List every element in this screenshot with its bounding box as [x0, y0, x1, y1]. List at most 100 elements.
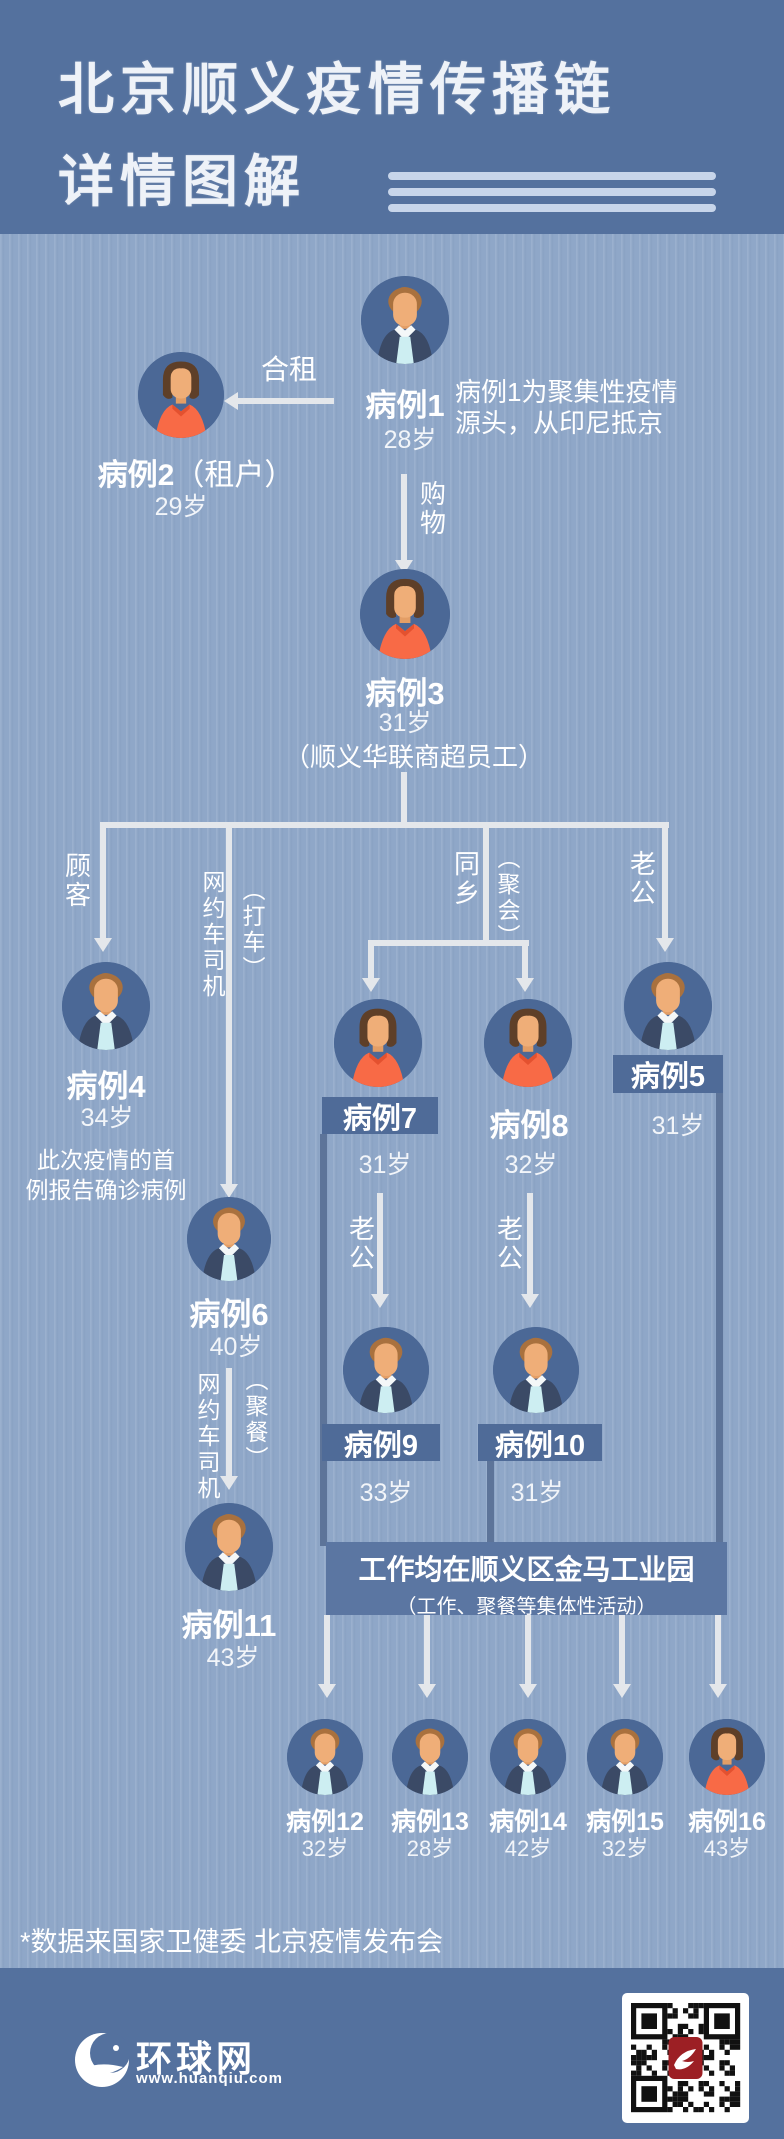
title-stripe-1 [388, 172, 716, 180]
case-16-avatar-female-icon [689, 1719, 765, 1795]
edge-label-husband-8-10: 老公 [493, 1215, 524, 1273]
bracket-middle-line [487, 1461, 494, 1546]
connector-vline-3 [226, 822, 232, 1184]
connector-vline-10 [226, 1368, 232, 1476]
case-4-name-text: 病例4 [66, 1069, 146, 1104]
case-5-name-badge: 病例5 [613, 1055, 723, 1093]
case1-note-line1: 病例1为聚集性疫情 [455, 377, 678, 407]
case4-note-line2: 例报告确诊病例 [25, 1177, 187, 1203]
case-5-avatar-male-icon [624, 962, 712, 1050]
connector-vline-13 [525, 1615, 531, 1684]
case-15-avatar-male-icon [587, 1719, 663, 1795]
case-13-age: 28岁 [406, 1836, 454, 1861]
case-3-avatar-female-icon [360, 569, 450, 659]
case-9-name-badge: 病例9 [322, 1424, 440, 1462]
case-14-avatar-male-icon [490, 1719, 566, 1795]
case-14-name-text: 病例14 [489, 1808, 567, 1836]
case-7-age: 31岁 [358, 1151, 412, 1179]
edge-label-husband-7-9: 老公 [345, 1215, 376, 1273]
case-12-avatar-male-icon [287, 1719, 363, 1795]
edge-label-husband-to-5: 老公 [626, 850, 657, 908]
connector-hline-1 [368, 940, 529, 946]
case-6-name-text: 病例6 [189, 1297, 269, 1332]
connector-vline-15 [715, 1615, 721, 1684]
case-6-name: 病例6 [189, 1289, 268, 1334]
case-15-age: 32岁 [601, 1836, 649, 1861]
case-2-name: 病例2（租户） [98, 450, 295, 494]
title-stripe-2 [388, 188, 716, 196]
connector-hline-0 [101, 822, 669, 828]
brand-url: www.huanqiu.com [136, 2070, 283, 2087]
qr-code [622, 1993, 749, 2123]
case-12-age: 32岁 [301, 1836, 349, 1861]
cluster-box-line2: （工作、聚餐等集体性活动） [396, 1596, 657, 1618]
case-1-name: 病例1 [365, 380, 444, 425]
case-3-age: 31岁 [378, 709, 432, 737]
edge-label-ride-hail-driver: 网约车司机 [199, 870, 225, 1000]
case-4-avatar-male-icon [62, 962, 150, 1050]
page-title-line1: 北京顺义疫情传播链 [58, 58, 616, 121]
case-8-name-text: 病例8 [489, 1108, 569, 1143]
edge-label-gathering: （聚会） [494, 846, 520, 950]
connector-vline-0 [401, 474, 407, 560]
connector-cohabit-line [238, 398, 334, 404]
case-6-age: 40岁 [209, 1333, 263, 1361]
case-11-name: 病例11 [182, 1600, 277, 1645]
arrow-down-icon-7 [516, 978, 534, 992]
cluster-box-line1: 工作均在顺义区金马工业园 [358, 1554, 695, 1585]
case-13-name-text: 病例13 [391, 1808, 469, 1836]
case-8-age: 32岁 [504, 1151, 558, 1179]
arrow-down-icon-8 [371, 1294, 389, 1308]
case-1-name-text: 病例1 [365, 388, 445, 423]
huanqiu-logo-icon [73, 2031, 131, 2094]
case-2-avatar-female-icon [138, 352, 224, 438]
arrow-down-icon-6 [362, 978, 380, 992]
case-9-age: 33岁 [359, 1479, 413, 1507]
case-3-name-text: 病例3 [365, 676, 445, 711]
connector-vline-8 [377, 1193, 383, 1294]
case-8-name: 病例8 [489, 1100, 568, 1145]
connector-vline-11 [324, 1615, 330, 1684]
brand-name: 环球网 [136, 2038, 257, 2079]
arrow-down-icon-14 [613, 1684, 631, 1698]
connector-vline-9 [527, 1193, 533, 1294]
case-14-age: 42岁 [504, 1836, 552, 1861]
case-11-avatar-male-icon [185, 1503, 273, 1591]
connector-vline-7 [522, 940, 528, 978]
case-3-name: 病例3 [365, 668, 444, 713]
case4-note-line1: 此次疫情的首 [37, 1147, 175, 1173]
case-7-avatar-female-icon [334, 999, 422, 1087]
arrow-down-icon-3 [220, 1184, 238, 1198]
connector-vline-6 [368, 940, 374, 978]
connector-vline-4 [483, 822, 489, 940]
edge-label-shopping: 购物 [416, 480, 447, 538]
case-9-avatar-male-icon [343, 1327, 429, 1413]
edge-label-ride-hail-driver-2: 网约车司机 [194, 1372, 220, 1502]
case-13-name: 病例13 [391, 1802, 469, 1838]
connector-vline-5 [662, 822, 668, 938]
data-source-footnote: *数据来国家卫健委 北京疫情发布会 [20, 1927, 444, 1957]
case-15-name-text: 病例15 [586, 1808, 664, 1836]
case-2-age: 29岁 [154, 493, 208, 521]
case-12-name: 病例12 [286, 1802, 364, 1838]
arrow-down-icon-11 [318, 1684, 336, 1698]
case-15-name: 病例15 [586, 1802, 664, 1838]
arrow-down-icon-5 [656, 938, 674, 952]
connector-vline-12 [424, 1615, 430, 1684]
edge-label-customer: 顾客 [61, 852, 92, 910]
case-11-age: 43岁 [206, 1644, 260, 1672]
arrow-left-icon [224, 392, 238, 410]
case-2-name-suffix: （租户） [174, 459, 295, 492]
case-16-name: 病例16 [688, 1802, 766, 1838]
edge-label-cohabit: 合租 [260, 354, 318, 385]
connector-vline-14 [619, 1615, 625, 1684]
arrow-down-icon-2 [94, 938, 112, 952]
bracket-right-line [716, 1093, 723, 1546]
case-10-name-badge: 病例10 [478, 1424, 602, 1462]
cluster-box: 工作均在顺义区金马工业园 （工作、聚餐等集体性活动） [326, 1542, 727, 1618]
arrow-down-icon-12 [418, 1684, 436, 1698]
case-16-name-text: 病例16 [688, 1808, 766, 1836]
arrow-down-icon-13 [519, 1684, 537, 1698]
title-stripe-3 [388, 204, 716, 212]
case-5-age: 31岁 [651, 1112, 705, 1140]
